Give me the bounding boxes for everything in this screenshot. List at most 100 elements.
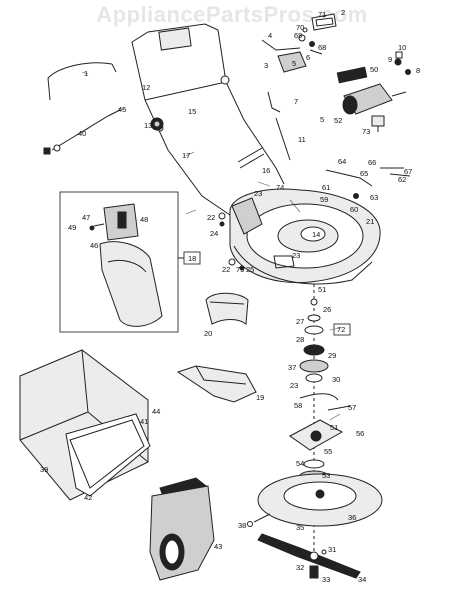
callout-labels: 1 2 3 4 5 5 6 7 8 9 10 11 12 13 14 15 16… xyxy=(40,8,420,584)
side-discharge-part xyxy=(176,365,257,403)
callout-6: 6 xyxy=(306,53,310,62)
callout-73: 73 xyxy=(362,127,370,136)
callout-8: 8 xyxy=(416,66,420,75)
callout-71: 71 xyxy=(318,10,326,19)
callout-5b: 5 xyxy=(320,115,324,124)
brake-assembly-part xyxy=(289,419,344,451)
callout-27: 27 xyxy=(296,317,304,326)
callout-60: 60 xyxy=(350,205,358,214)
callout-64: 64 xyxy=(338,157,346,166)
callout-33: 33 xyxy=(322,575,330,584)
callout-14: 14 xyxy=(312,230,320,239)
callout-69: 69 xyxy=(294,31,302,40)
callout-15: 15 xyxy=(188,107,196,116)
callout-52: 52 xyxy=(334,116,342,125)
control-cable-part xyxy=(43,109,121,155)
leader-lines xyxy=(81,71,341,421)
callout-68: 68 xyxy=(318,43,326,52)
callout-7: 7 xyxy=(294,97,298,106)
callout-40: 40 xyxy=(78,129,86,138)
callout-51b: 51 xyxy=(330,423,338,432)
callout-22b: 22 xyxy=(222,265,230,274)
callout-70: 70 xyxy=(296,23,304,32)
callout-67: 67 xyxy=(404,167,412,176)
callout-41: 41 xyxy=(140,417,148,426)
battery-pack-part xyxy=(336,51,411,115)
callout-30: 30 xyxy=(332,375,340,384)
callout-46: 46 xyxy=(90,241,98,250)
callout-65: 65 xyxy=(360,169,368,178)
callout-36: 36 xyxy=(348,513,356,522)
callout-20: 20 xyxy=(204,329,212,338)
callout-28: 28 xyxy=(296,335,304,344)
callout-75: 75 xyxy=(236,265,244,274)
callout-44: 44 xyxy=(152,407,160,416)
callout-26: 26 xyxy=(323,305,331,314)
callout-58: 58 xyxy=(294,401,302,410)
callout-12: 12 xyxy=(142,83,150,92)
callout-17: 17 xyxy=(182,151,190,160)
bail-control-parts xyxy=(261,13,337,73)
callout-34: 34 xyxy=(358,575,366,584)
grass-catcher-bag-part xyxy=(19,349,151,501)
callout-22: 22 xyxy=(207,213,215,222)
callout-57: 57 xyxy=(348,403,356,412)
callout-5: 5 xyxy=(292,59,296,68)
callout-55: 55 xyxy=(324,447,332,456)
chute-deflector-part xyxy=(205,292,249,325)
callout-32: 32 xyxy=(296,563,304,572)
callout-66: 66 xyxy=(368,158,376,167)
mower-blade-part xyxy=(257,533,361,579)
upper-handle-part xyxy=(47,62,117,101)
callout-2: 2 xyxy=(341,8,345,17)
callout-42: 42 xyxy=(84,493,92,502)
callout-72-box xyxy=(333,323,351,336)
callout-51: 51 xyxy=(318,285,326,294)
callout-23: 23 xyxy=(254,189,262,198)
callout-13: 13 xyxy=(144,121,152,130)
callout-50: 50 xyxy=(370,65,378,74)
rear-storage-bag-part xyxy=(149,477,215,581)
callout-29: 29 xyxy=(328,351,336,360)
handle-knob-part xyxy=(150,117,164,131)
callout-39: 39 xyxy=(40,465,48,474)
callout-53: 53 xyxy=(322,471,330,480)
callout-21: 21 xyxy=(366,217,374,226)
callout-31: 31 xyxy=(328,545,336,554)
callout-47: 47 xyxy=(82,213,90,222)
callout-16: 16 xyxy=(262,166,270,175)
callout-61: 61 xyxy=(322,183,330,192)
inset-frame xyxy=(59,191,179,333)
callout-1: 1 xyxy=(84,69,88,78)
callout-18: 18 xyxy=(188,254,196,263)
callout-48: 48 xyxy=(140,215,148,224)
callout-3: 3 xyxy=(264,61,268,70)
callout-54: 54 xyxy=(296,459,304,468)
mower-deck-part xyxy=(229,188,381,285)
main-handle-frame-part xyxy=(131,23,285,216)
mulch-chute-part xyxy=(99,241,163,327)
callout-25: 25 xyxy=(246,265,254,274)
callout-9: 9 xyxy=(388,55,392,64)
callout-38: 38 xyxy=(238,521,246,530)
charger-part xyxy=(371,115,385,132)
mulch-door-assembly xyxy=(89,203,139,241)
motor-shaft-stack xyxy=(299,284,329,560)
callout-35: 35 xyxy=(296,523,304,532)
callout-49: 49 xyxy=(68,223,76,232)
callout-37: 37 xyxy=(288,363,296,372)
callout-59: 59 xyxy=(320,195,328,204)
callout-56: 56 xyxy=(356,429,364,438)
callout-4: 4 xyxy=(268,31,272,40)
callout-23c: 23 xyxy=(290,381,298,390)
callout-74: 74 xyxy=(276,183,284,192)
callout-10: 10 xyxy=(398,43,406,52)
callout-72: 72 xyxy=(337,325,345,334)
callout-23b: 23 xyxy=(292,251,300,260)
callout-63: 63 xyxy=(370,193,378,202)
fan-housing-part xyxy=(257,473,383,527)
callout-19: 19 xyxy=(256,393,264,402)
callout-45: 45 xyxy=(118,105,126,114)
callout-11: 11 xyxy=(298,135,306,144)
